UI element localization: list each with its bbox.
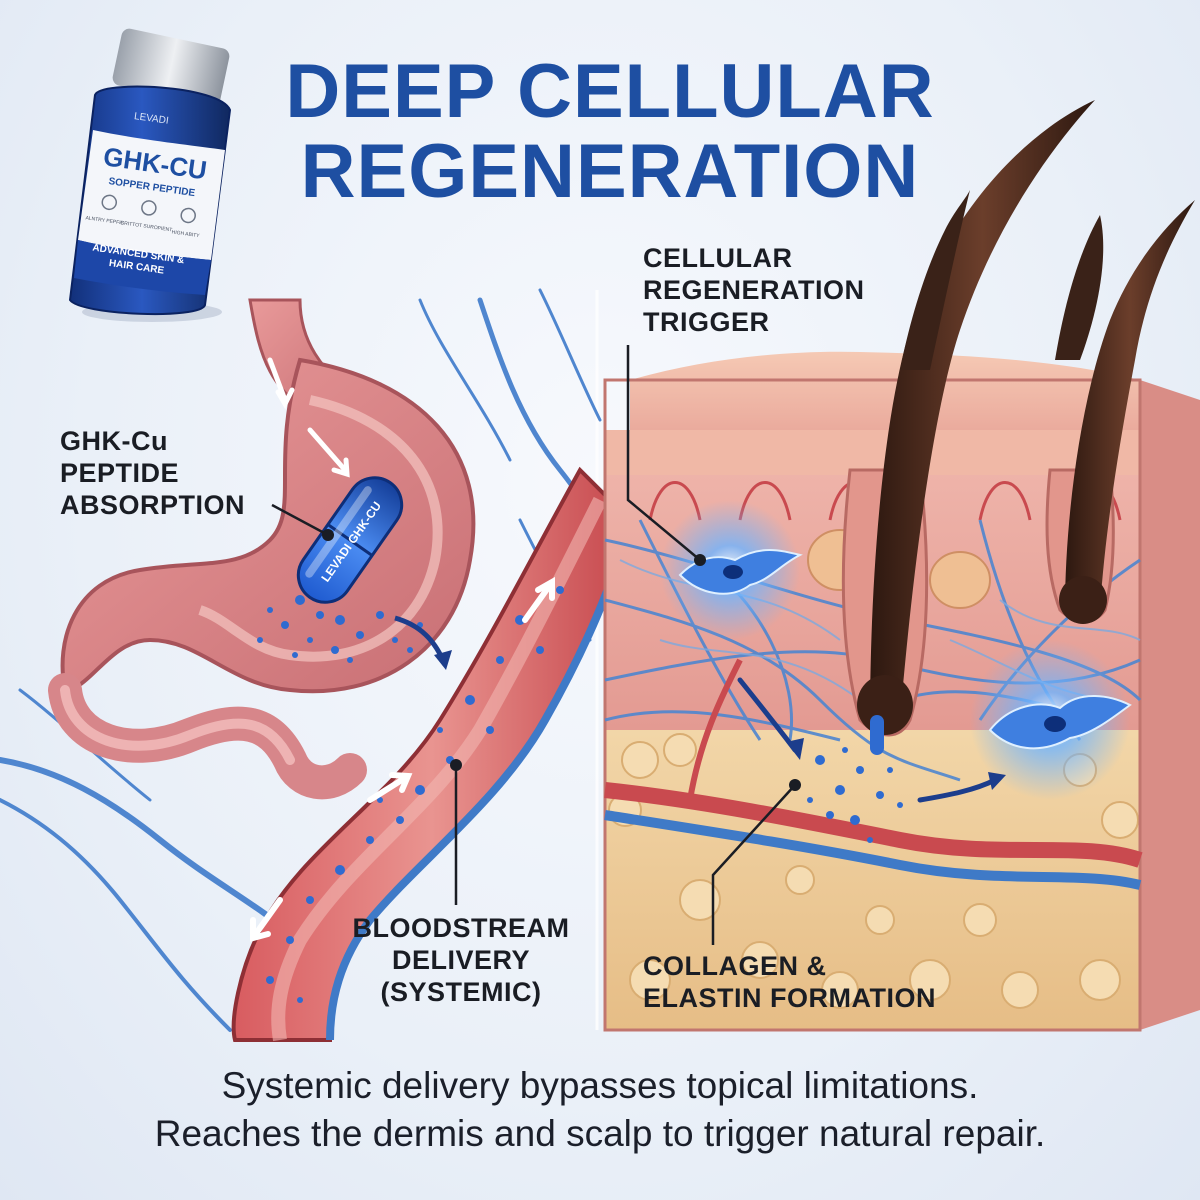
flow-arrows-blood <box>250 576 555 942</box>
label-bloodstream-delivery: BLOODSTREAM DELIVERY (SYSTEMIC) <box>340 912 582 1008</box>
label-line: COLLAGEN & <box>643 951 827 981</box>
label-regeneration-trigger: CELLULAR REGENERATION TRIGGER <box>643 242 865 338</box>
label-line: (SYSTEMIC) <box>380 977 542 1007</box>
stomach <box>60 357 476 694</box>
caption-line-2: Reaches the dermis and scalp to trigger … <box>154 1113 1046 1154</box>
label-line: TRIGGER <box>643 307 770 337</box>
label-line: GHK-Cu <box>60 426 168 456</box>
peptide-particles-stomach <box>257 595 423 663</box>
bottle-badge-3: HIGH ABITY <box>171 229 200 239</box>
bottle-brand: LEVADI <box>133 111 169 127</box>
fibroblast-cell-active <box>970 640 1132 800</box>
caption: Systemic delivery bypasses topical limit… <box>40 1062 1160 1158</box>
flow-arrows-stomach <box>267 357 350 478</box>
bottle-badge-1: ALNTRY PEPFIE <box>85 215 125 226</box>
dermal-vein <box>604 810 1142 890</box>
fibroblast-cell-trigger <box>660 500 803 640</box>
title-line-1: DEEP CELLULAR <box>285 49 935 134</box>
title-line-2: REGENERATION <box>300 129 920 214</box>
vein-along-artery <box>326 519 634 1041</box>
caption-line-1: Systemic delivery bypasses topical limit… <box>221 1065 979 1106</box>
hair-shafts <box>870 100 1195 720</box>
label-line: BLOODSTREAM <box>352 913 570 943</box>
label-line: PEPTIDE <box>60 458 180 488</box>
blue-vein-network <box>0 288 603 1032</box>
peptide-particles-dermis <box>807 747 903 843</box>
peptide-particles-blood <box>266 586 564 1003</box>
label-collagen-elastin: COLLAGEN & ELASTIN FORMATION <box>643 950 936 1014</box>
label-line: ABSORPTION <box>60 490 246 520</box>
page-title: DEEP CELLULAR REGENERATION <box>230 52 990 212</box>
label-peptide-absorption: GHK-Cu PEPTIDE ABSORPTION <box>60 425 245 521</box>
hair-bulb <box>857 675 913 735</box>
dermal-artery <box>604 782 1143 868</box>
label-line: DELIVERY <box>391 945 531 975</box>
label-line: ELASTIN FORMATION <box>643 983 936 1013</box>
label-line: REGENERATION <box>643 275 865 305</box>
label-line: CELLULAR <box>643 243 793 273</box>
leader-lines <box>271 345 796 945</box>
